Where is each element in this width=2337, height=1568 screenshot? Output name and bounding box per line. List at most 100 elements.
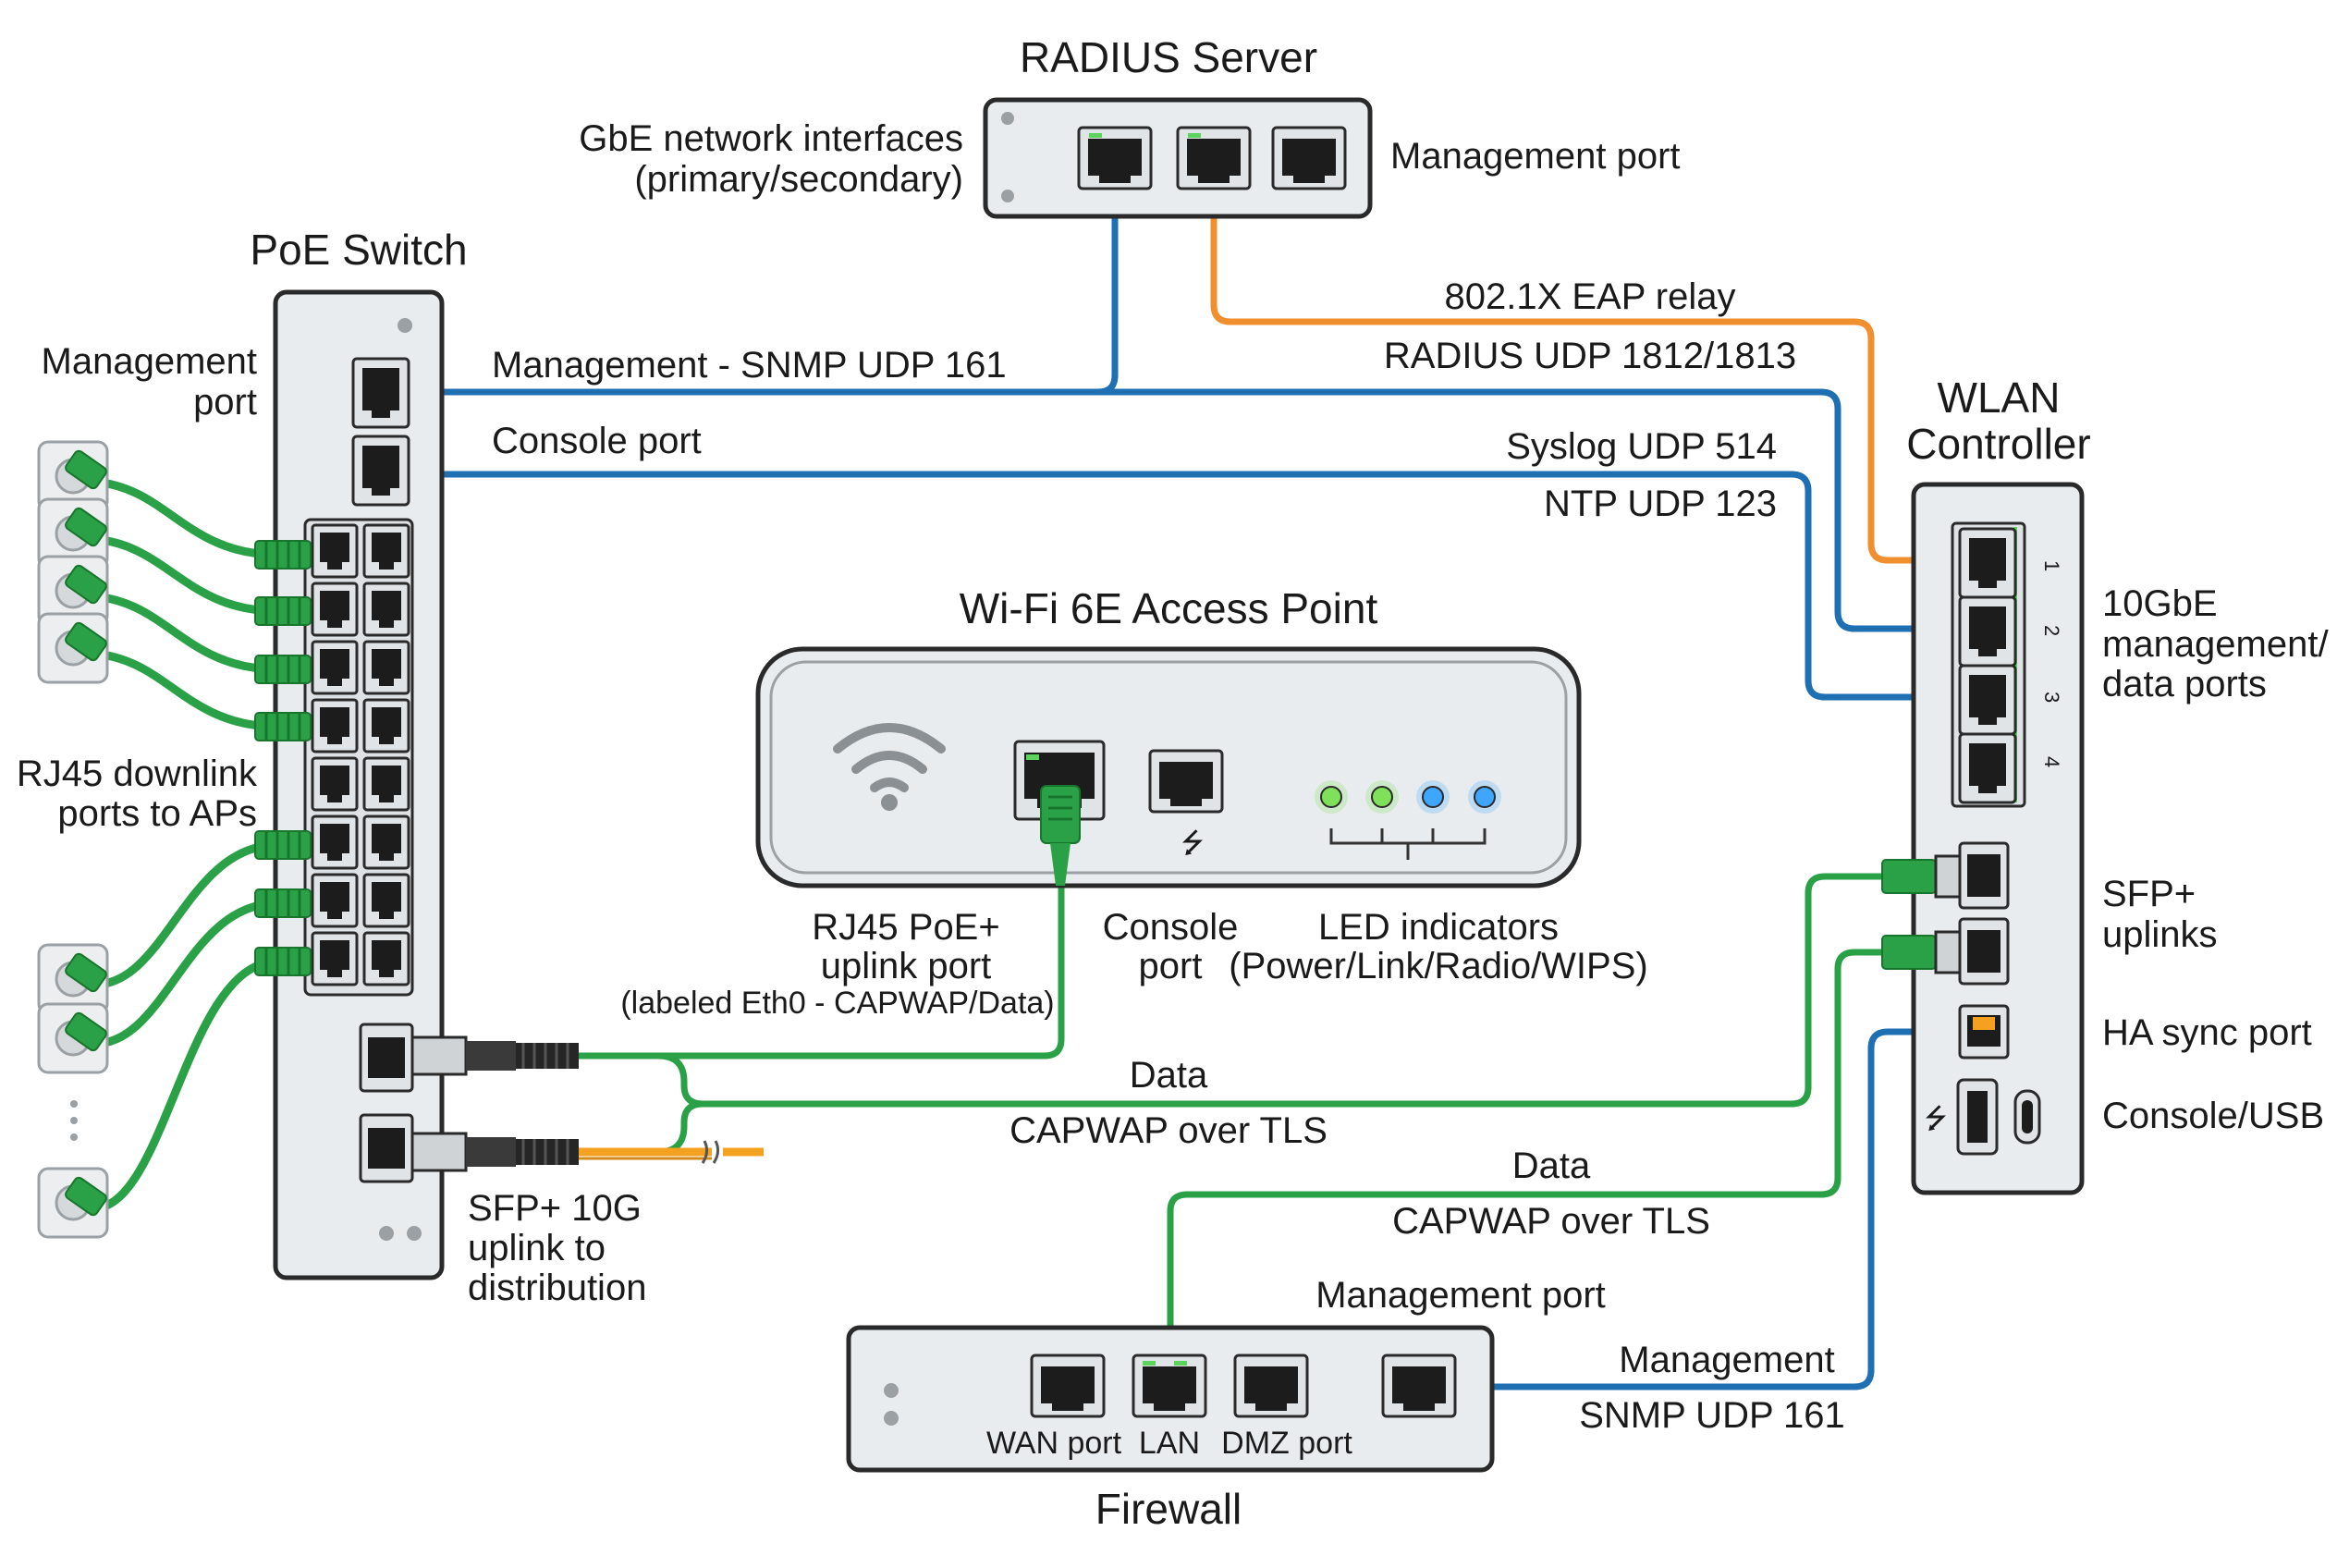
controller-sfp-cage-1 [1967,854,2001,897]
switch-downlink-label-2: ports to APs [57,793,257,834]
cable-break-icon [701,1140,720,1164]
switch-sfp-cage-1 [368,1037,405,1078]
ap-uplink-note: (labeled Eth0 - CAPWAP/Data) [620,986,1054,1021]
switch-sfp-cage-2 [368,1128,405,1169]
more-dots-icon [70,1100,78,1108]
radius-screw-icon [1001,190,1014,202]
switch-downlink-port[interactable] [311,640,359,695]
more-dots-icon [70,1117,78,1124]
ap-usb-icon: ⭍ [1181,828,1205,859]
ap-console-port[interactable] [1148,749,1224,814]
controller-port-2[interactable] [1958,595,2017,668]
connection-lines [405,178,1964,1390]
firewall-led-icon [884,1411,899,1426]
downlink-cable [87,534,282,616]
radius-interfaces-label-2: (primary/secondary) [634,159,963,200]
controller-port-number-2: 2 [2040,625,2063,636]
led-bracket [1329,828,1487,860]
sfp-module-1 [410,1035,579,1076]
switch-downlink-port[interactable] [311,756,359,812]
ap-title: Wi-Fi 6E Access Point [960,584,1378,632]
controller-ports-label-3: data ports [2102,664,2267,704]
switch-downlink-port[interactable] [362,582,410,637]
radius-management-port[interactable] [1271,126,1347,190]
radius-port-led [1188,133,1201,138]
switch-downlink-port[interactable] [362,815,410,870]
switch-downlink-port[interactable] [362,873,410,928]
wlan-controller: 1 2 3 4 ⭍ WLAN Controller 10GbE manageme… [1881,374,2329,1195]
ap-led-label-1: LED indicators [1318,907,1559,948]
ap-uplink-link [575,882,1065,1060]
controller-sfp-plug-1 [1881,854,1962,899]
switch-status-led [379,1226,394,1241]
controller-ports-label-2: management/ [2102,624,2329,665]
ap-uplink-led [1026,754,1039,760]
capwap-label-1: CAPWAP over TLS [1009,1110,1328,1151]
wall-outlets [37,440,312,1239]
switch-console-link-label: Console port [492,421,702,461]
switch-sfp-label-3: distribution [468,1268,646,1308]
outlet-plug [65,449,107,490]
radius-server: RADIUS Server GbE network interfaces (pr… [579,33,1681,219]
switch-downlink-port[interactable] [362,756,410,812]
switch-downlink-port[interactable] [311,931,359,986]
firewall-wan-port[interactable] [1030,1354,1106,1418]
outlet-plug [65,621,107,662]
switch-downlink-port[interactable] [311,873,359,928]
switch-downlink-port[interactable] [362,931,410,986]
controller-port-4[interactable] [1958,732,2017,804]
controller-port-1[interactable] [1958,527,2017,599]
switch-downlink-port[interactable] [362,523,410,579]
controller-console-label: Console/USB [2102,1096,2324,1136]
eap-relay-label: 802.1X EAP relay [1444,276,1735,317]
switch-downlink-port[interactable] [311,582,359,637]
switch-sfp-label-1: SFP+ 10G [468,1188,642,1229]
led-indicator [1422,786,1444,808]
rj45-plug [254,540,312,570]
firewall-title: Firewall [1095,1485,1242,1533]
ap-console-label-2: port [1139,946,1203,986]
switch-downlink-label-1: RJ45 downlink [17,753,258,794]
rj45-plug [254,596,312,626]
more-dots-icon [70,1133,78,1141]
switch-sfp-label-2: uplink to [468,1228,606,1268]
radius-port-led [1089,133,1102,138]
poe-switch: PoE Switch Management port RJ45 downlink… [17,226,647,1308]
syslog-label: Syslog UDP 514 [1506,426,1777,467]
outlet-plugs [65,449,312,1217]
controller-console-slot [2022,1100,2033,1133]
radius-primary-link [1095,178,1119,396]
controller-sfp-label-1: SFP+ [2102,874,2196,914]
capwap-label-2: CAPWAP over TLS [1392,1201,1710,1242]
firewall-wan-label: WAN port [986,1426,1122,1461]
capwap-data-link-2 [1167,949,1886,1361]
switch-downlink-port[interactable] [362,698,410,753]
controller-port-number-4: 4 [2040,756,2063,767]
firewall-management-port[interactable] [1381,1354,1457,1418]
controller-port-3[interactable] [1958,664,2017,736]
outlet-plug [65,1176,107,1217]
switch-console-link [405,471,1964,701]
switch-management-port[interactable] [351,357,410,429]
controller-ha-label: HA sync port [2102,1012,2312,1053]
connection-labels: Management - SNMP UDP 161 Console port 8… [492,276,1845,1436]
switch-downlink-port[interactable] [311,698,359,753]
outlet-plug [65,1011,107,1052]
fw-mgmt-link-label: Management [1619,1340,1834,1380]
radius-management-label: Management port [1390,136,1681,177]
switch-led-icon [398,318,412,333]
radius-screw-icon [1001,112,1014,125]
ap-uplink-label-1: RJ45 PoE+ [812,907,999,948]
firewall-dmz-port[interactable] [1233,1354,1309,1418]
switch-downlink-port[interactable] [311,523,359,579]
firewall-lan-label: LAN [1139,1426,1200,1461]
switch-console-port[interactable] [351,435,410,507]
switch-management-label-1: Management [42,341,257,382]
rj45-plug [254,888,312,918]
switch-downlink-port[interactable] [362,640,410,695]
access-point: ⭍ Wi-Fi 6E Access Point RJ45 PoE+ uplink… [620,584,1647,1021]
downlink-cable [87,899,282,1048]
outlet-plug [65,507,107,547]
switch-management-label-2: port [193,382,257,423]
switch-downlink-port[interactable] [311,815,359,870]
